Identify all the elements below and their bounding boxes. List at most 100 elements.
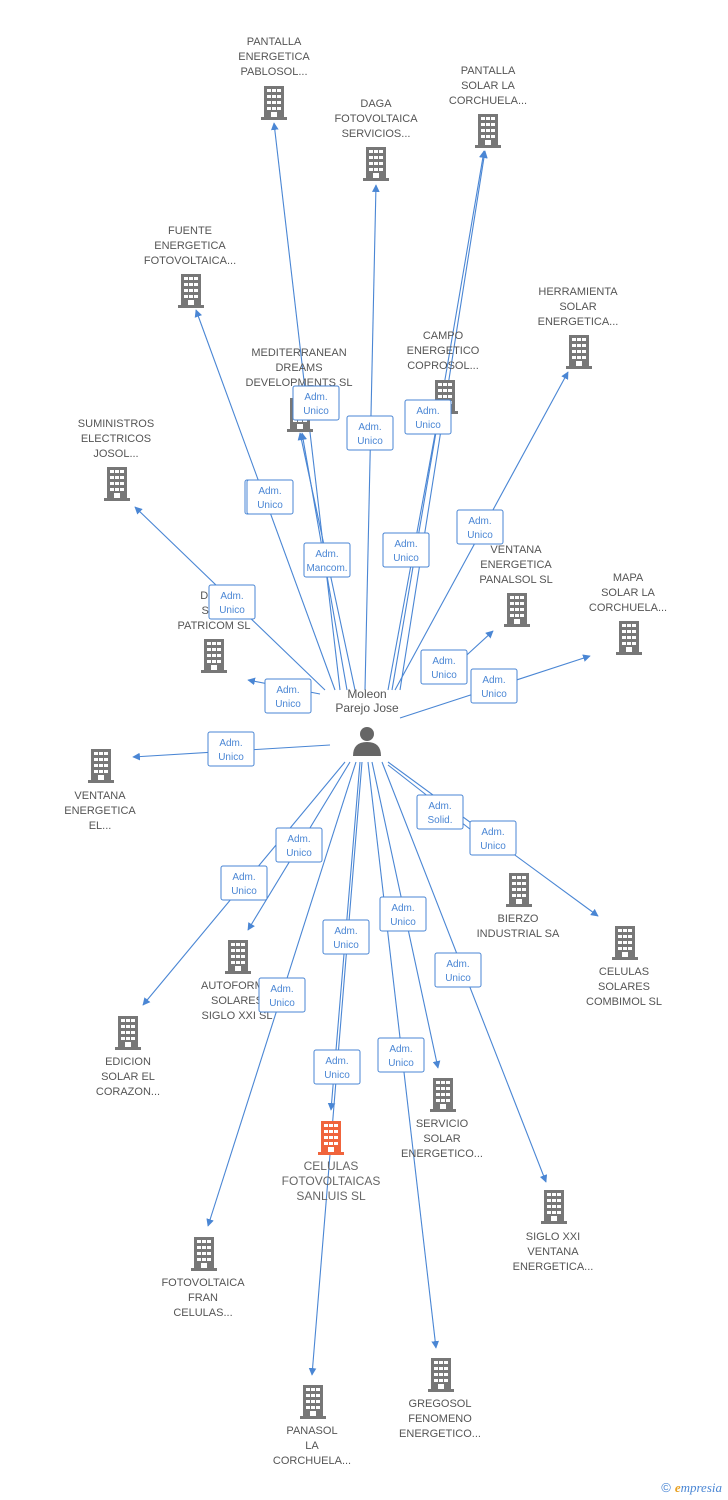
role-badge-box xyxy=(292,385,340,421)
role-badge-text: Unico xyxy=(481,689,507,700)
company-label: EL... xyxy=(89,820,112,832)
role-badge-text: Adm. xyxy=(270,984,293,995)
company-label: ENERGETICO xyxy=(407,345,480,357)
company-label: CORAZON... xyxy=(96,1086,160,1098)
role-badge-text: Adm. xyxy=(358,422,381,433)
building-icon xyxy=(566,335,592,369)
company-label: SOLARES xyxy=(598,981,650,993)
role-badge-text: Unico xyxy=(218,752,244,763)
role-badge[interactable]: Adm.Unico xyxy=(382,532,430,568)
company-label: FOTOVOLTAICA... xyxy=(144,255,236,267)
company-label: PANASOL xyxy=(286,1425,337,1437)
company-node-servicio-solar[interactable]: SERVICIOSOLARENERGETICO... xyxy=(401,1078,483,1160)
company-node-campo-energetico[interactable]: CAMPOENERGETICOCOPROSOL... xyxy=(407,330,480,414)
role-badge-text: Unico xyxy=(303,406,329,417)
company-label: AUTOFORM... xyxy=(201,980,273,992)
role-badge[interactable]: Adm.Unico xyxy=(207,731,255,767)
company-label: SOLAR xyxy=(423,1133,460,1145)
building-icon xyxy=(178,274,204,308)
role-badge[interactable]: Adm.Unico xyxy=(434,952,482,988)
role-badge-text: Adm. xyxy=(276,685,299,696)
company-label: SANLUIS SL xyxy=(296,1189,366,1203)
role-badge-box xyxy=(470,668,518,704)
role-badge-text: Unico xyxy=(231,886,257,897)
role-badge-text: Adm. xyxy=(232,872,255,883)
role-badge-box xyxy=(207,731,255,767)
role-badge[interactable]: Adm.Unico xyxy=(292,385,340,421)
company-label: MEDITERRANEAN xyxy=(251,347,346,359)
role-badge[interactable]: Adm.Unico xyxy=(346,415,394,451)
company-node-fuente-energetica[interactable]: FUENTEENERGETICAFOTOVOLTAICA... xyxy=(144,225,236,308)
company-node-suministros-electricos[interactable]: SUMINISTROSELECTRICOSJOSOL... xyxy=(78,418,154,501)
company-node-siglo-xxi-ventana[interactable]: SIGLO XXIVENTANAENERGETICA... xyxy=(513,1190,594,1273)
company-node-panasol-corchuela[interactable]: PANASOLLACORCHUELA... xyxy=(273,1385,351,1467)
role-badge-text: Adm. xyxy=(391,903,414,914)
role-badge[interactable]: Adm.Unico xyxy=(313,1049,361,1085)
role-badge[interactable]: Adm.Unico xyxy=(404,399,452,435)
company-label: ENERGETICA... xyxy=(513,1261,594,1273)
role-badge[interactable]: Adm.Unico xyxy=(322,919,370,955)
building-icon xyxy=(475,114,501,148)
company-label: HERRAMIENTA xyxy=(538,286,618,298)
role-badge-text: Unico xyxy=(431,670,457,681)
role-badge-text: Unico xyxy=(269,998,295,1009)
company-node-gregosol-fenomeno[interactable]: GREGOSOLFENOMENOENERGETICO... xyxy=(399,1358,481,1440)
role-badge-box xyxy=(404,399,452,435)
role-badge[interactable]: Adm.Unico xyxy=(377,1037,425,1073)
company-node-fotovoltaica-fran[interactable]: FOTOVOLTAICAFRANCELULAS... xyxy=(161,1237,245,1319)
company-label: COMBIMOL SL xyxy=(586,996,662,1008)
role-badge-text: Adm. xyxy=(446,959,469,970)
company-node-ventana-el[interactable]: VENTANAENERGETICAEL... xyxy=(64,749,136,832)
role-badge[interactable]: Adm.Mancom. xyxy=(303,542,351,578)
role-badge-box xyxy=(416,794,464,830)
company-node-herramienta-solar[interactable]: HERRAMIENTA SOLAR ENERGETICA... xyxy=(538,286,619,369)
company-node-pantalla-energetica[interactable]: PANTALLAENERGETICAPABLOSOL... xyxy=(238,36,310,120)
role-badge-text: Unico xyxy=(415,420,441,431)
company-label: MAPA xyxy=(613,572,644,584)
role-badge-text: Unico xyxy=(388,1058,414,1069)
company-label: CELULAS... xyxy=(173,1307,232,1319)
company-label: ENERGETICO... xyxy=(401,1148,483,1160)
role-badge[interactable]: Adm.Unico xyxy=(456,509,504,545)
role-badge[interactable]: Adm.Unico xyxy=(275,827,323,863)
person-icon xyxy=(353,727,381,756)
company-node-daga-fotovoltaica[interactable]: DAGAFOTOVOLTAICASERVICIOS... xyxy=(334,98,418,181)
role-badge-box xyxy=(258,977,306,1013)
company-label: LA xyxy=(305,1440,319,1452)
company-label: ENERGETICA xyxy=(64,805,136,817)
building-icon xyxy=(363,147,389,181)
role-badge[interactable]: Adm.Unico xyxy=(379,896,427,932)
role-badge[interactable]: Adm. Unico xyxy=(220,865,268,901)
role-badge[interactable]: Adm.Unico xyxy=(420,649,468,685)
role-badge[interactable]: Adm. Unico xyxy=(258,977,306,1013)
role-badge[interactable]: Adm.Unico xyxy=(208,584,256,620)
role-badge[interactable]: Adm.Unico xyxy=(469,820,517,856)
brand-footer[interactable]: ©empresia xyxy=(661,1480,722,1496)
role-badge[interactable]: Adm.Unico xyxy=(470,668,518,704)
company-label: CELULAS xyxy=(304,1159,359,1173)
company-label: CAMPO xyxy=(423,330,464,342)
role-badge[interactable]: Adm.Unico xyxy=(246,479,294,515)
company-label: ENERGETICO... xyxy=(399,1428,481,1440)
company-label: FOTOVOLTAICAS xyxy=(282,1174,381,1188)
role-badge-text: Adm. xyxy=(428,801,451,812)
company-label: ENERGETICA... xyxy=(538,316,619,328)
person-name: Moleon xyxy=(347,687,386,701)
company-label: SOLAR xyxy=(559,301,596,313)
copyright-symbol: © xyxy=(661,1480,671,1495)
company-label: PANALSOL SL xyxy=(479,574,552,586)
role-badge[interactable]: Adm.Solid. xyxy=(416,794,464,830)
company-label: VENTANA xyxy=(490,544,542,556)
role-badge[interactable]: Adm.Unico xyxy=(264,678,312,714)
